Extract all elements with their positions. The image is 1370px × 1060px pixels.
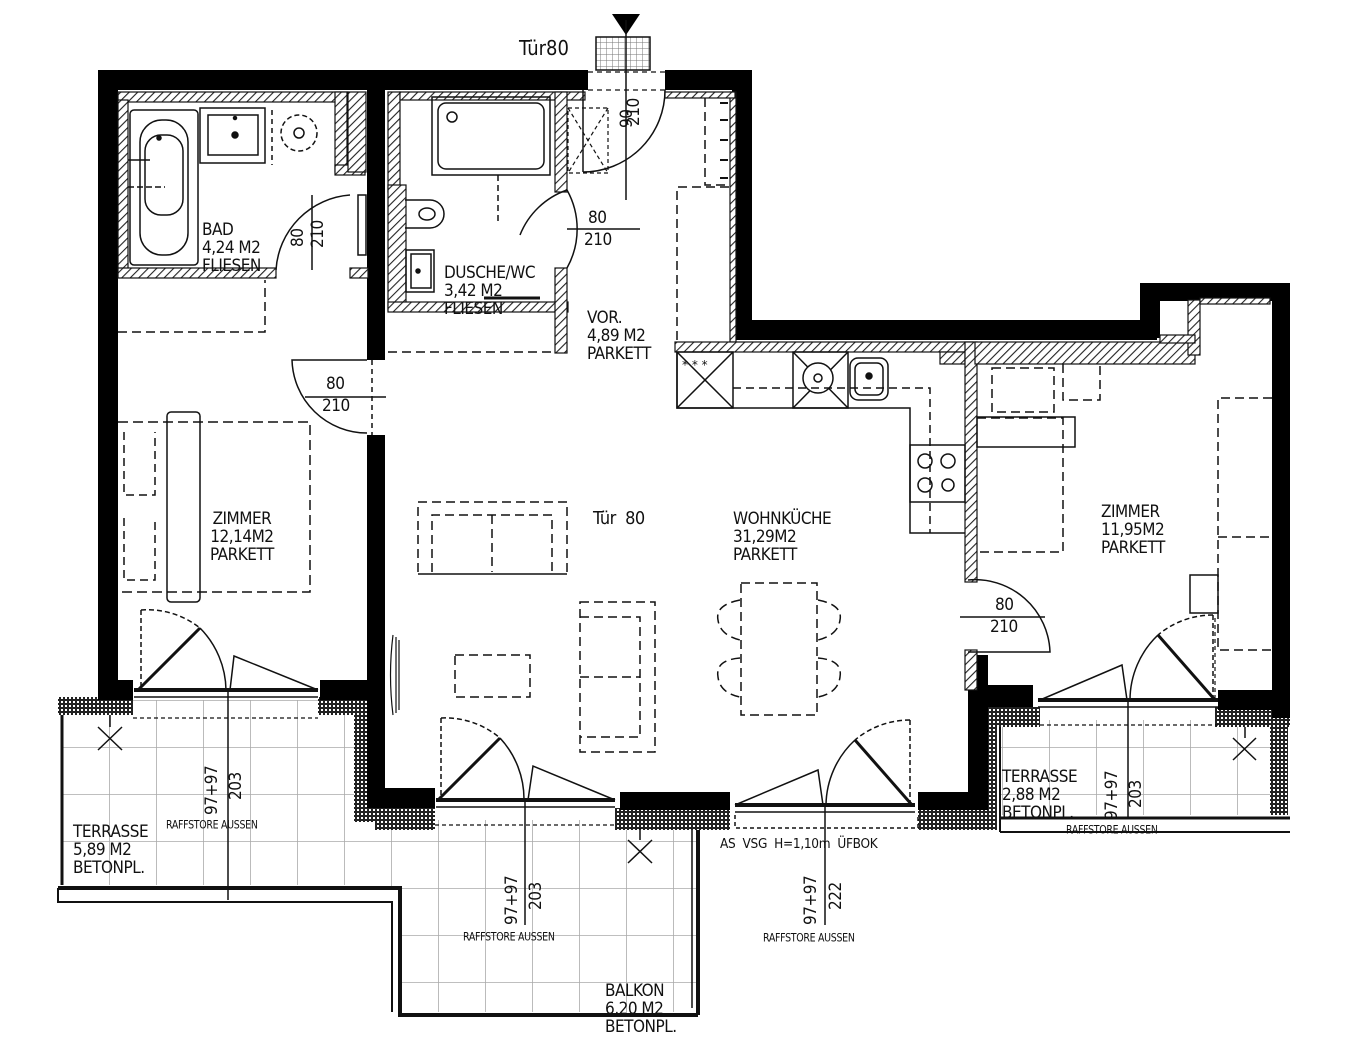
zimmer-2-door-width: 80 — [995, 595, 1014, 615]
armchair — [579, 601, 656, 753]
zimmer-1-bed — [118, 411, 311, 603]
terrasse-1-window-note: RAFFSTORE AUSSEN — [166, 818, 258, 832]
balkon-floor — [372, 810, 696, 1012]
zimmer-2-window[interactable] — [1038, 614, 1218, 818]
balkon-window-2-note: RAFFSTORE AUSSEN — [763, 931, 855, 945]
bad-door-width: 80 — [288, 228, 308, 247]
coffee-table — [454, 654, 531, 698]
railing-note: AS VSG H=1,10m ÜFBOK — [720, 836, 878, 852]
zimmer-1-window[interactable] — [134, 609, 319, 900]
dusche-door-width: 80 — [588, 208, 607, 228]
terrasse-1-window-size: 97+97 — [202, 765, 222, 815]
railing-lines — [133, 717, 1218, 826]
toilet — [405, 199, 445, 229]
bathtub — [128, 109, 199, 266]
bad-door-height: 210 — [308, 220, 328, 248]
zimmer-1-wardrobe — [118, 280, 266, 333]
wohn-door-note: Tür 80 — [593, 508, 645, 529]
terrasse-2-window-height: 203 — [1126, 780, 1146, 808]
terrasse-2-window-note: RAFFSTORE AUSSEN — [1066, 823, 1158, 837]
kitchen-fridge-icon: * * * — [682, 358, 708, 372]
zimmer-2-desk — [1189, 574, 1219, 614]
interior-walls — [117, 91, 1271, 691]
facade-insulation — [58, 697, 1290, 830]
zimmer-2-door-height: 210 — [990, 617, 1018, 637]
svg-text:* * *: * * * — [682, 358, 708, 372]
terrasse-1-floor — [62, 700, 377, 885]
terrasse-1-window-height: 203 — [226, 772, 246, 800]
entrance-door-height: 210 — [624, 98, 644, 126]
balkon-window-1-height: 203 — [526, 882, 546, 910]
entrance-door-label: Tür80 — [519, 36, 569, 60]
terrasse-2-floor — [1000, 720, 1280, 815]
balkon-window-1-note: RAFFSTORE AUSSEN — [463, 930, 555, 944]
zimmer-1-door[interactable] — [291, 359, 386, 435]
zimmer-2-door[interactable] — [960, 578, 1051, 653]
balkon-window-1-size: 97+97 — [502, 875, 522, 925]
kitchen-counter — [676, 351, 966, 534]
exterior-walls — [98, 70, 1290, 810]
zimmer-2-bed — [976, 364, 1101, 553]
tv-unit — [389, 634, 400, 716]
zimmer-2-wardrobe — [1217, 397, 1272, 651]
sofa — [417, 501, 568, 575]
dining-table — [716, 582, 842, 716]
terrasse-2-window-size: 97+97 — [1102, 770, 1122, 820]
zimmer-1-door-height: 210 — [322, 396, 350, 416]
wohn-window-right[interactable] — [734, 719, 919, 925]
zimmer-1-door-width: 80 — [326, 374, 345, 394]
dusche-door[interactable] — [519, 189, 640, 269]
wohn-window-left[interactable] — [436, 717, 616, 925]
entrance-door[interactable] — [582, 14, 666, 200]
dusche-washbasin — [405, 249, 435, 293]
vor-wardrobe — [676, 98, 730, 340]
dusche-door-height: 210 — [584, 230, 612, 250]
outdoor-light-icon — [97, 715, 1257, 864]
balkon-window-2-height: 222 — [826, 882, 846, 910]
outdoor-outlines — [57, 700, 1290, 1017]
coat-hooks — [720, 102, 728, 179]
shower-tray — [431, 96, 551, 225]
utility-box — [567, 107, 609, 174]
bad-washbasin — [199, 107, 318, 165]
balkon-window-2-size: 97+97 — [801, 875, 821, 925]
bad-door[interactable] — [275, 194, 367, 271]
